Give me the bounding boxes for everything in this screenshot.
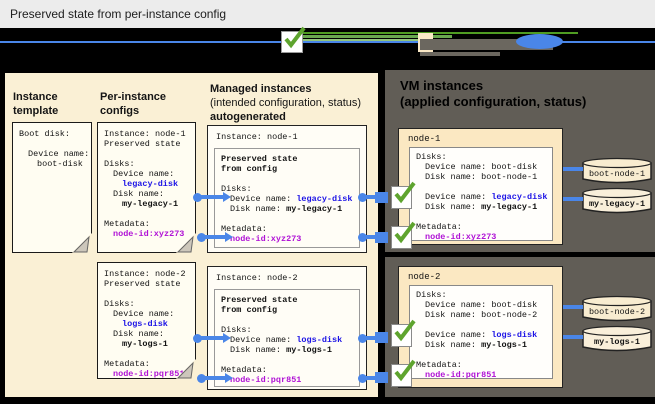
vm-panel-heading-line1: VM instances <box>400 78 484 93</box>
connector-square <box>375 232 388 243</box>
legend-band <box>0 26 655 66</box>
folded-corner-icon <box>176 233 196 253</box>
attach-line <box>563 197 583 201</box>
legend-apply-arrow-line3 <box>303 39 421 41</box>
connector-line <box>362 195 380 199</box>
checkmark-icon <box>394 359 416 382</box>
legend-apply-arrow-line1 <box>302 32 578 34</box>
disk-cylinder-my-logs-1 <box>582 325 652 352</box>
applied-checkmark-box <box>391 221 416 249</box>
connector-dot <box>197 374 206 383</box>
connector-line <box>198 195 224 199</box>
connector-dot <box>193 193 202 202</box>
connector-dot <box>358 233 367 242</box>
disk-label: boot-node-2 <box>588 307 646 317</box>
vm-node-2-config: Disks: Device name: boot-disk Disk name:… <box>409 285 553 380</box>
legend-gray-bar-1 <box>420 39 553 50</box>
applied-checkmark-box <box>391 181 416 209</box>
checkmark-icon <box>284 26 306 49</box>
title-bar: Preserved state from per-instance config <box>0 0 655 28</box>
applied-checkmark-box <box>391 359 416 387</box>
connector-dot <box>197 233 206 242</box>
connector-square <box>375 192 388 203</box>
disk-cylinder-boot-node-2 <box>582 295 652 322</box>
disk-cylinder-boot-node-1 <box>582 157 652 184</box>
managed-instance-node-1: Instance: node-1 Preserved state from co… <box>207 125 367 253</box>
header-per-instance-configs: Per-instance configs <box>100 91 167 117</box>
legend-gray-bar-2 <box>420 52 500 56</box>
arrowhead-icon <box>225 373 233 383</box>
connector-line <box>200 235 226 239</box>
attach-line <box>563 167 583 171</box>
legend-attach-line <box>0 41 655 43</box>
attach-line <box>563 305 583 309</box>
per-instance-config-node-1: Instance: node-1 Preserved state Disks: … <box>97 122 196 253</box>
header-managed-instances: Managed instances (intended configuratio… <box>210 83 362 123</box>
connector-line <box>362 235 380 239</box>
arrowhead-icon <box>223 192 231 202</box>
vm-node-1-config: Disks: Device name: boot-disk Disk name:… <box>409 147 553 242</box>
vm-panel-heading-line2: (applied configuration, status) <box>400 94 587 109</box>
connector-line <box>362 376 380 380</box>
attach-line <box>563 335 583 339</box>
legend-checkmark-box <box>281 26 306 53</box>
folded-corner-icon <box>176 359 196 379</box>
arrowhead-icon <box>223 333 231 343</box>
per-instance-config-node-2: Instance: node-2 Preserved state Disks: … <box>97 262 196 379</box>
checkmark-icon <box>394 181 416 204</box>
checkmark-icon <box>394 221 416 244</box>
instance-template-doc: Boot disk: Device name: boot-disk <box>12 122 92 253</box>
managed-instance-node-2: Instance: node-2 Preserved state from co… <box>207 266 367 390</box>
connector-dot <box>358 374 367 383</box>
legend-disk-oval <box>516 34 563 49</box>
vm-node-1: node-1 Disks: Device name: boot-disk Dis… <box>398 128 563 245</box>
connector-dot <box>358 334 367 343</box>
connector-dot <box>358 193 367 202</box>
checkmark-icon <box>394 319 416 342</box>
connector-dot <box>193 334 202 343</box>
connector-line <box>362 336 380 340</box>
disk-label: my-logs-1 <box>594 337 640 347</box>
vm-node-2: node-2 Disks: Device name: boot-disk Dis… <box>398 266 563 388</box>
connector-square <box>375 332 388 343</box>
arrowhead-icon <box>225 232 233 242</box>
preserved-state-box-node-1: Preserved state from config Disks: Devic… <box>214 148 360 248</box>
page-title: Preserved state from per-instance config <box>10 7 227 21</box>
applied-checkmark-box <box>391 319 416 347</box>
disk-cylinder-my-legacy-1 <box>582 187 652 214</box>
connector-line <box>200 376 226 380</box>
preserved-state-box-node-2: Preserved state from config Disks: Devic… <box>214 289 360 387</box>
header-instance-template: Instance template <box>13 91 59 117</box>
disk-label: my-legacy-1 <box>588 199 646 209</box>
folded-corner-icon <box>72 233 92 253</box>
legend-apply-arrow-line2 <box>302 35 452 38</box>
connector-square <box>375 372 388 383</box>
disk-label: boot-node-1 <box>588 169 646 179</box>
connector-line <box>198 336 224 340</box>
